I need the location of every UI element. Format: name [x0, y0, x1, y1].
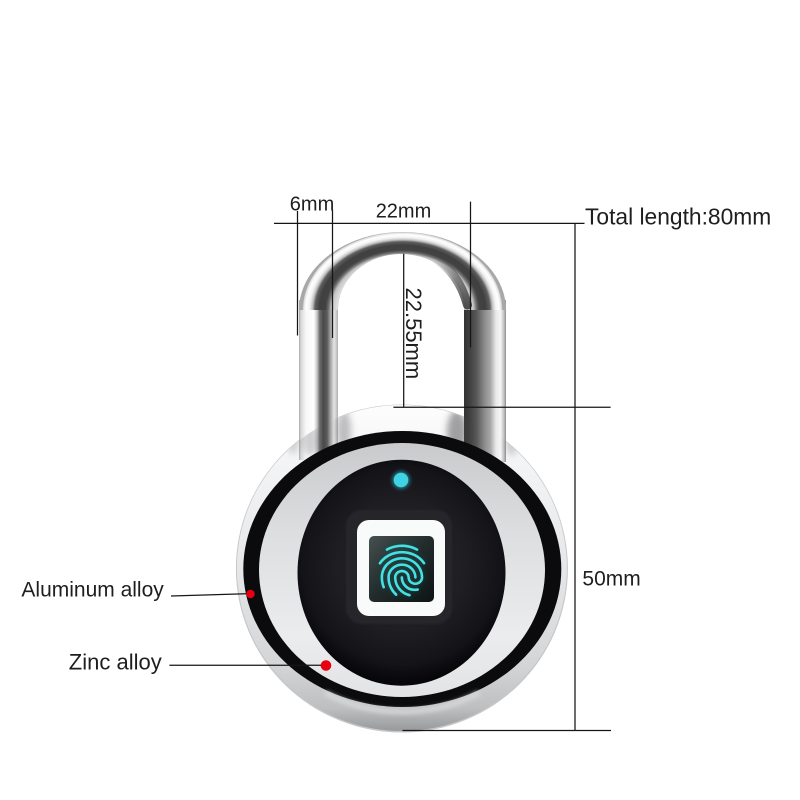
svg-text:6mm: 6mm [290, 193, 334, 215]
svg-text:Total length:80mm: Total length:80mm [585, 204, 771, 230]
svg-text:50mm: 50mm [582, 567, 640, 590]
svg-text:Aluminum alloy: Aluminum alloy [21, 578, 164, 601]
svg-text:Zinc alloy: Zinc alloy [69, 649, 162, 674]
svg-text:22.55mm: 22.55mm [401, 288, 426, 380]
svg-text:22mm: 22mm [376, 200, 432, 222]
